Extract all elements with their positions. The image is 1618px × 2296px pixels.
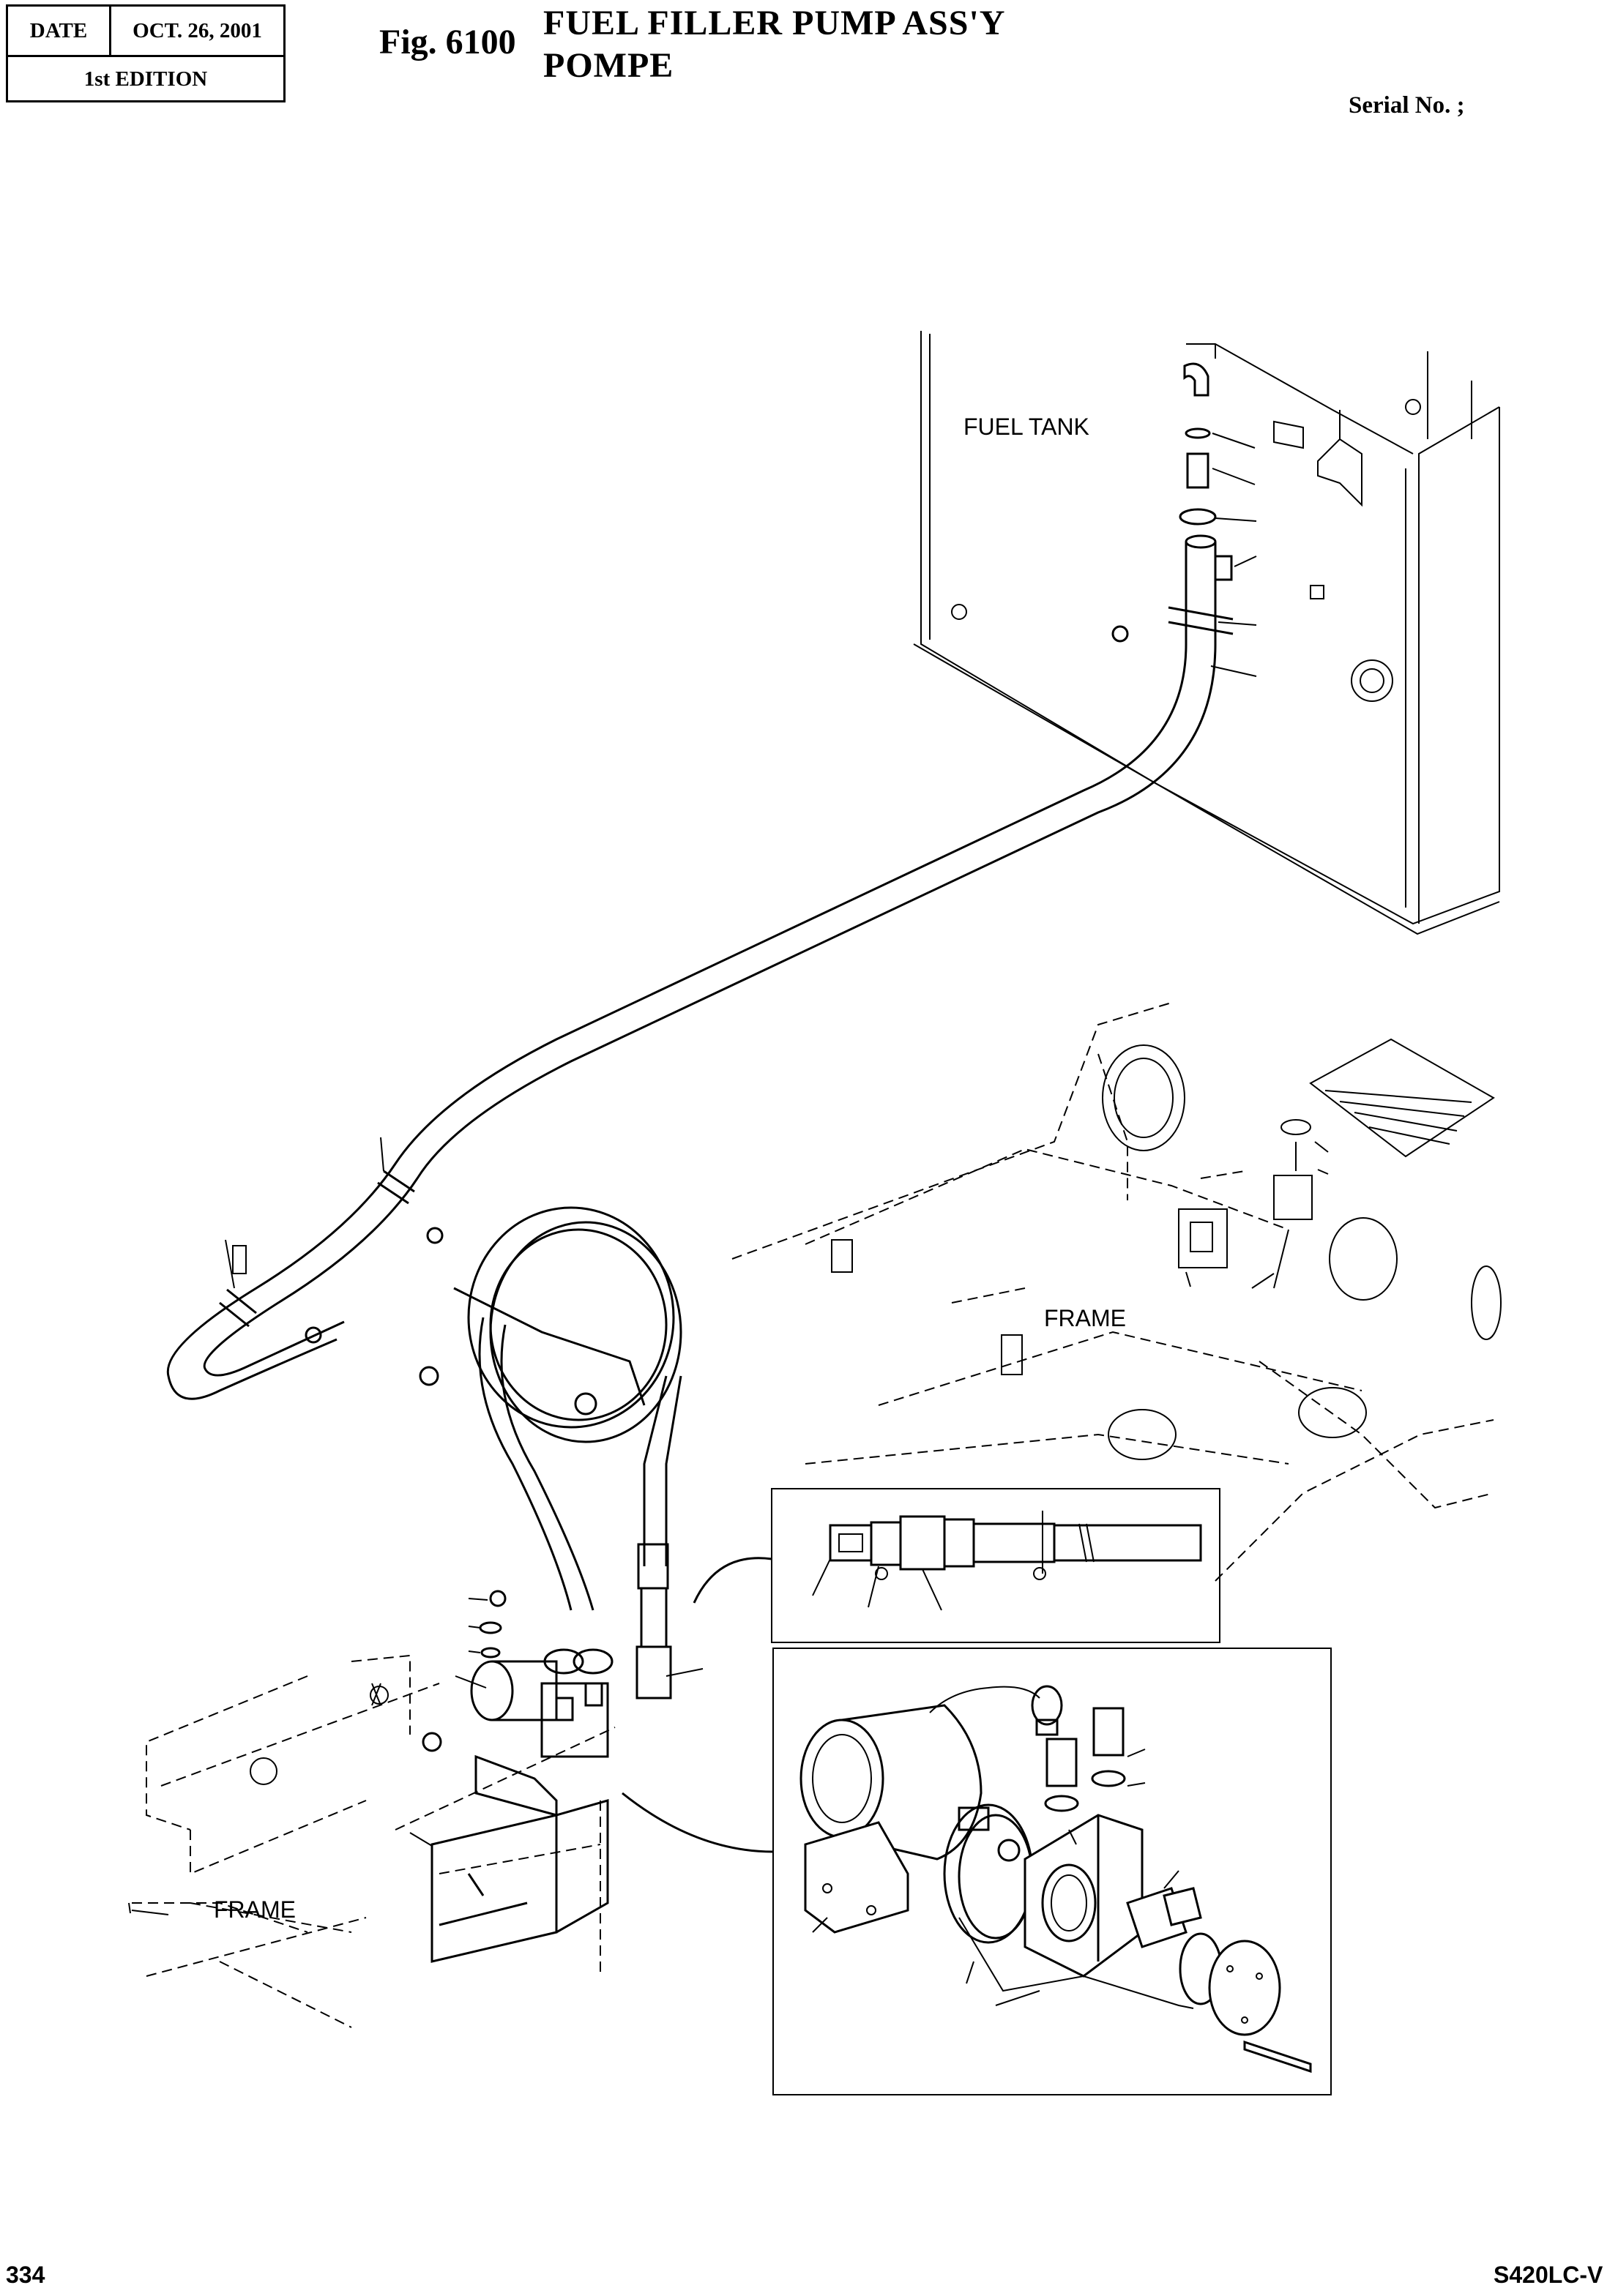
serial-number-label: Serial No. ;: [1349, 92, 1465, 119]
date-row: DATE OCT. 26, 2001: [8, 7, 283, 57]
detail-box-coupler: [693, 1488, 1220, 1643]
date-edition-box: DATE OCT. 26, 2001 1st EDITION: [6, 4, 286, 102]
title-english: FUEL FILLER PUMP ASS'Y: [543, 4, 1006, 42]
frame-left: [128, 1654, 616, 2028]
edition-label: 1st EDITION: [83, 67, 208, 91]
label-fuel-tank: FUEL TANK: [963, 414, 1089, 440]
hose-coil: [419, 1206, 704, 1699]
label-frame-right: FRAME: [1044, 1305, 1126, 1331]
pump-assembly: [409, 1590, 614, 1963]
date-label: DATE: [8, 7, 111, 55]
frame-right: [731, 1002, 1502, 1582]
label-frame-left: FRAME: [214, 1896, 296, 1923]
date-value: OCT. 26, 2001: [133, 18, 262, 42]
figure-number: Fig. 6100: [379, 23, 516, 61]
fuel-hose: [166, 534, 1234, 1400]
model-number: S420LC-V: [1494, 2262, 1603, 2288]
detail-box-pump: [622, 1648, 1332, 2095]
title-french: POMPE: [543, 46, 674, 85]
page-number: 334: [6, 2262, 45, 2288]
